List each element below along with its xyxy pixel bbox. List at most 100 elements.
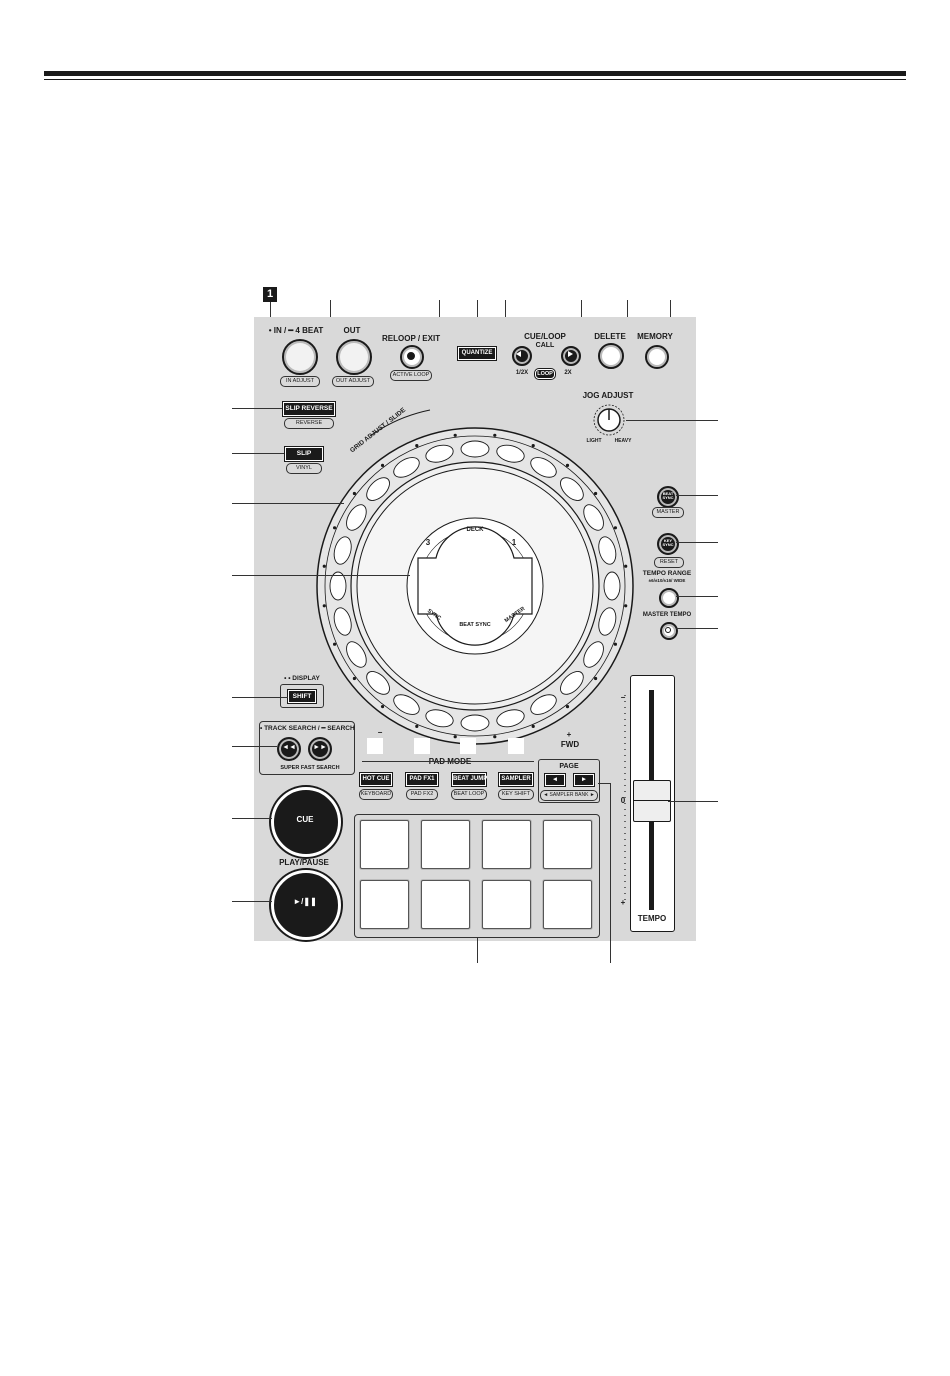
jog-wheel[interactable] <box>310 398 640 778</box>
slip-reverse-button[interactable]: SLIP REVERSE <box>283 402 335 416</box>
jog-adjust-label: JOG ADJUST <box>582 391 634 400</box>
tempo-plus-label: + <box>620 898 626 907</box>
master-label: MASTER <box>652 507 684 518</box>
call-back-arrow-icon <box>516 351 521 357</box>
search-forward-icon: ►► <box>313 744 327 751</box>
beat-sync-label: BEAT SYNC <box>662 491 674 500</box>
in-adjust-label: IN ADJUST <box>280 376 320 387</box>
jog-ring-segment <box>598 536 617 565</box>
track-search-label: • TRACK SEARCH / ━ SEARCH <box>260 725 355 732</box>
quantize-button[interactable]: QUANTIZE <box>458 347 496 360</box>
in-button[interactable] <box>282 339 318 375</box>
rev-minus-label: − <box>377 728 383 737</box>
pad-fx1-button[interactable]: PAD FX1 <box>406 773 438 786</box>
callout-line-bottom-2h <box>598 783 610 784</box>
jog-ring-dot <box>624 564 628 568</box>
jog-ring-dot <box>565 463 570 467</box>
delete-button[interactable] <box>598 343 624 369</box>
out-button[interactable] <box>336 339 372 375</box>
jog-ring-dot <box>322 604 326 608</box>
beat-loop-label: BEAT LOOP <box>451 789 487 800</box>
cue-button[interactable] <box>271 787 341 857</box>
slip-button[interactable]: SLIP <box>285 447 323 461</box>
performance-pad-1[interactable] <box>360 820 409 869</box>
light-label: LIGHT <box>586 438 602 444</box>
callout-line-right-4 <box>676 596 718 597</box>
pad-mode-rule <box>362 761 534 762</box>
jog-ring-segment <box>530 457 557 478</box>
page-back-button[interactable]: ◄ <box>545 774 565 786</box>
hot-cue-button[interactable]: HOT CUE <box>360 773 392 786</box>
tempo-range-sub-label: ±6/±10/±16/ WIDE <box>648 578 686 583</box>
search-forward-button[interactable] <box>308 737 332 761</box>
callout-line-right-6 <box>668 801 718 802</box>
performance-pad-6[interactable] <box>421 880 470 929</box>
page-forward-button[interactable]: ► <box>574 774 594 786</box>
performance-pad-7[interactable] <box>482 880 531 929</box>
play-pause-icon: ►/❚❚ <box>293 897 317 906</box>
call-back-button[interactable] <box>512 346 532 366</box>
jog-ring-segment <box>560 477 584 501</box>
memory-button[interactable] <box>645 345 669 369</box>
callout-line-left-4 <box>232 575 410 576</box>
out-adjust-label: OUT ADJUST <box>332 376 374 387</box>
tempo-scale-ticks <box>624 695 626 905</box>
tempo-zero-label: 0 <box>620 796 626 805</box>
jog-ring-segment <box>583 504 604 531</box>
key-shift-label: KEY SHIFT <box>498 789 534 800</box>
key-sync-button[interactable] <box>657 533 679 555</box>
jog-ring-segment <box>346 504 367 531</box>
reloop-exit-label: RELOOP / EXIT <box>382 334 441 343</box>
performance-pad-8[interactable] <box>543 880 592 929</box>
display-label: • • DISPLAY <box>284 675 320 682</box>
tempo-range-button[interactable] <box>659 588 679 608</box>
tempo-minus-label: − <box>620 693 626 702</box>
jog-ring-segment <box>333 536 352 565</box>
callout-line-left-3 <box>232 503 344 504</box>
sampler-button[interactable]: SAMPLER <box>499 773 533 786</box>
jog-ring-segment <box>366 477 390 501</box>
master-tempo-label: MASTER TEMPO <box>642 612 692 618</box>
header-rule-thin <box>44 79 906 80</box>
callout-line-right-3 <box>676 542 718 543</box>
callout-line-right-5 <box>676 628 718 629</box>
fwd-plus-label: + <box>566 730 572 739</box>
tempo-slider-knob-line <box>633 800 671 801</box>
jog-ring-segment <box>425 444 454 463</box>
jog-ring-dot <box>380 705 385 709</box>
reloop-indicator-icon <box>406 351 416 361</box>
jog-ring-dot <box>565 705 570 709</box>
performance-pad-5[interactable] <box>360 880 409 929</box>
search-back-icon: ◄◄ <box>282 744 296 751</box>
jog-ring-dot <box>531 444 535 448</box>
jog-ring-dot <box>415 724 419 728</box>
double-label: 2X <box>564 370 572 376</box>
jog-ring-segment <box>329 571 347 601</box>
jog-adjust-knob[interactable] <box>592 400 626 438</box>
performance-pad-2[interactable] <box>421 820 470 869</box>
jog-ring-dot <box>380 463 385 467</box>
reset-label: RESET <box>654 557 684 568</box>
callout-line-left-2 <box>232 453 284 454</box>
jog-ring-segment <box>530 694 557 715</box>
in-label: • IN / ━ 4 BEAT <box>268 326 324 335</box>
callout-line-right-1 <box>626 420 718 421</box>
play-pause-button[interactable] <box>271 870 341 940</box>
pad-mode-indicator-4 <box>508 738 524 754</box>
shift-button[interactable]: SHIFT <box>288 690 316 703</box>
keyboard-label: KEYBOARD <box>359 789 393 800</box>
tempo-slider-knob[interactable] <box>633 780 671 822</box>
memory-label: MEMORY <box>637 332 673 341</box>
performance-pad-4[interactable] <box>543 820 592 869</box>
performance-pad-3[interactable] <box>482 820 531 869</box>
jog-ring-segment <box>333 607 352 636</box>
deck-3-label: 3 <box>425 538 431 547</box>
vinyl-label: VINYL <box>286 463 322 474</box>
jog-ring-segment <box>393 457 420 478</box>
search-back-button[interactable] <box>277 737 301 761</box>
callout-line-left-7 <box>232 818 272 819</box>
beat-jump-button[interactable]: BEAT JUMP <box>452 773 487 786</box>
jog-ring-dot <box>493 433 497 437</box>
track-search-frame <box>259 721 355 775</box>
reverse-label: REVERSE <box>284 418 334 429</box>
